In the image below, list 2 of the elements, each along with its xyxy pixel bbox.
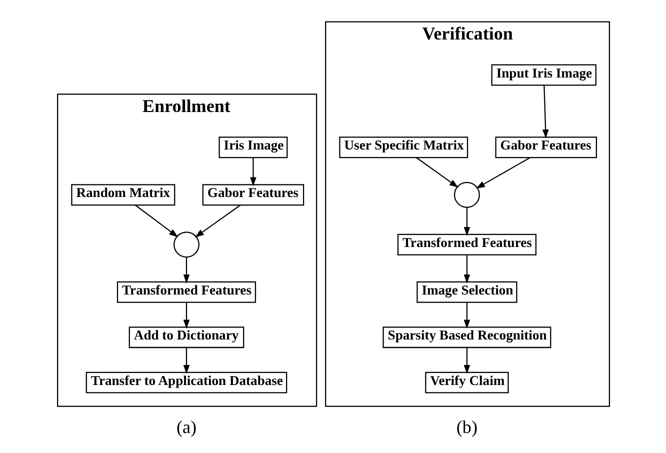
label: (b) [456,417,477,438]
label: (a) [176,417,196,438]
